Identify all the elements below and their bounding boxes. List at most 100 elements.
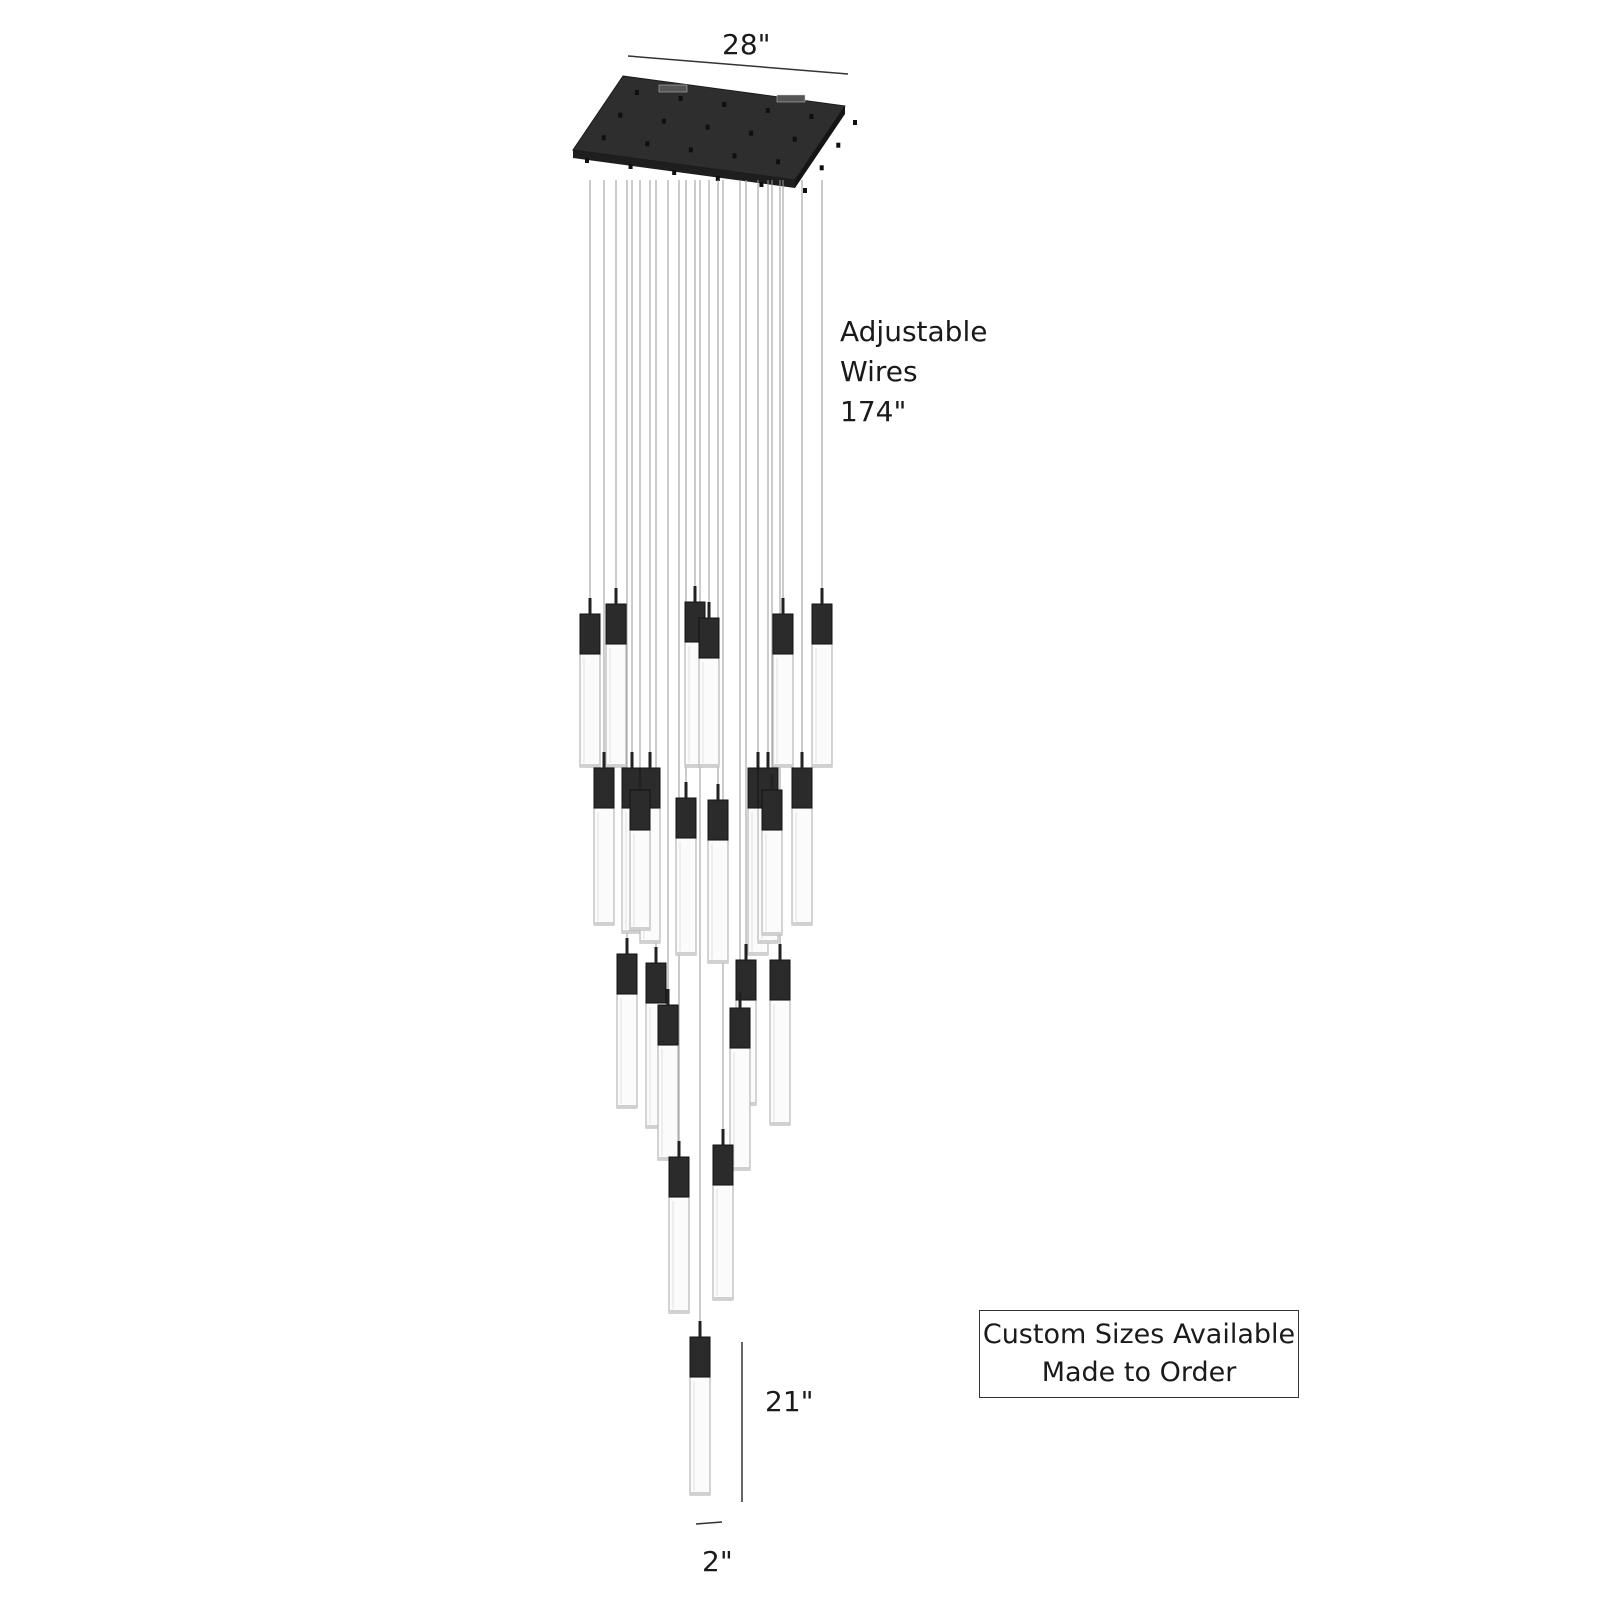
- pendant-stem: [756, 752, 760, 768]
- width-dimension-line: [627, 55, 849, 75]
- pendant-glass-base: [622, 930, 642, 933]
- wires-label-line-2: Wires: [840, 355, 918, 388]
- canopy-port: [635, 90, 639, 95]
- pendant-stem: [721, 1129, 725, 1145]
- pendant-glass-base: [685, 764, 705, 767]
- pendant: [629, 774, 651, 931]
- pendant-stem: [614, 588, 618, 604]
- pendant: [689, 1321, 711, 1496]
- pendant-stem: [654, 947, 658, 963]
- pendant-stem: [684, 782, 688, 798]
- pendant-stem: [693, 586, 697, 602]
- pendant-cap: [657, 1004, 679, 1046]
- pendant: [698, 602, 720, 768]
- pendant: [811, 588, 833, 768]
- pendant: [616, 938, 638, 1109]
- pendant-stem: [770, 774, 774, 790]
- pendant-glass-base: [594, 922, 614, 925]
- pendant-glass-base: [669, 1310, 689, 1313]
- pendant: [707, 784, 729, 964]
- canopy-port: [776, 159, 781, 165]
- pendant-glass-base: [812, 764, 832, 767]
- pendant: [668, 1141, 690, 1314]
- pendant-stem: [738, 992, 742, 1008]
- pendant-cap: [668, 1156, 690, 1198]
- canopy-port: [765, 108, 770, 113]
- custom-sizes-notice: Custom Sizes Available Made to Order: [979, 1310, 1299, 1398]
- canopy-port: [705, 124, 710, 130]
- wires-label-line-1: Adjustable: [840, 315, 988, 348]
- pendant-cap: [629, 789, 651, 831]
- canopy-port: [688, 147, 693, 153]
- canopy-port: [732, 153, 737, 159]
- canopy-port: [645, 141, 650, 147]
- canopy-port: [759, 182, 764, 187]
- pendant-glass-base: [617, 1105, 637, 1108]
- pendant-stem: [744, 944, 748, 960]
- pendant-glass-base: [676, 952, 696, 955]
- canopy-port: [803, 188, 807, 193]
- custom-sizes-line-2: Made to Order: [1041, 1357, 1237, 1388]
- pendant: [769, 944, 791, 1126]
- pendant-cap: [645, 962, 667, 1004]
- pendant-glass-base: [708, 960, 728, 963]
- pendant-glass: [657, 1044, 679, 1161]
- pendant-glass: [605, 643, 627, 768]
- pendant-glass: [791, 807, 813, 926]
- pendant-stem: [800, 752, 804, 768]
- pendant-glass: [593, 807, 615, 926]
- pendant-stem: [766, 752, 770, 768]
- pendant-glass-base: [748, 952, 768, 955]
- canopy-port: [792, 136, 797, 142]
- pendant-stem: [698, 1321, 702, 1337]
- wires-length-value: 174": [840, 395, 907, 428]
- pendant: [579, 598, 601, 768]
- canopy: [572, 75, 857, 193]
- pendant-stem: [648, 752, 652, 768]
- pendant-glass-base: [658, 1157, 678, 1160]
- pendant-cap: [769, 959, 791, 1001]
- pendant-glass-base: [630, 927, 650, 930]
- pendant-glass: [629, 829, 651, 931]
- pendant-stem: [716, 784, 720, 800]
- pendant-glass-base: [580, 764, 600, 767]
- pendant-stem: [707, 602, 711, 618]
- pendant-cap: [605, 603, 627, 645]
- pendant-glass-base: [690, 1492, 710, 1495]
- pendant: [605, 588, 627, 768]
- pendant: [675, 782, 697, 956]
- pendant-cap: [772, 613, 794, 655]
- pendant-stem: [820, 588, 824, 604]
- pendant: [712, 1129, 734, 1301]
- pendant-cap: [712, 1144, 734, 1186]
- pendant-glass: [579, 653, 601, 768]
- pendant-glass-base: [606, 764, 626, 767]
- pendants: [579, 586, 833, 1496]
- canopy-port: [749, 130, 754, 136]
- pendant-stem: [666, 989, 670, 1005]
- canopy-port: [819, 165, 824, 171]
- pendant: [729, 992, 751, 1171]
- pendant-stem: [778, 944, 782, 960]
- pendant: [657, 989, 679, 1161]
- pendant-cap: [707, 799, 729, 841]
- custom-sizes-line-1: Custom Sizes Available: [982, 1319, 1296, 1350]
- pendant-stem: [602, 752, 606, 768]
- canopy-front-edge: [573, 150, 795, 188]
- pendant: [791, 752, 813, 926]
- pendant-length-label: 21": [765, 1385, 814, 1418]
- pendant-cap: [729, 1007, 751, 1049]
- pendant-cap: [689, 1336, 711, 1378]
- pendant-cap: [791, 767, 813, 809]
- pendant-glass-base: [699, 764, 719, 767]
- pendant-stem: [638, 774, 642, 790]
- pendant-glass-base: [758, 940, 778, 943]
- canopy-width-label: 28": [722, 28, 771, 61]
- canopy-port: [722, 102, 727, 107]
- pendant-glass: [772, 653, 794, 768]
- pendant-glass-base: [773, 764, 793, 767]
- pendant-glass: [811, 643, 833, 768]
- pendant-cap: [616, 953, 638, 995]
- pendant-glass: [769, 999, 791, 1126]
- canopy-ports: [585, 90, 857, 193]
